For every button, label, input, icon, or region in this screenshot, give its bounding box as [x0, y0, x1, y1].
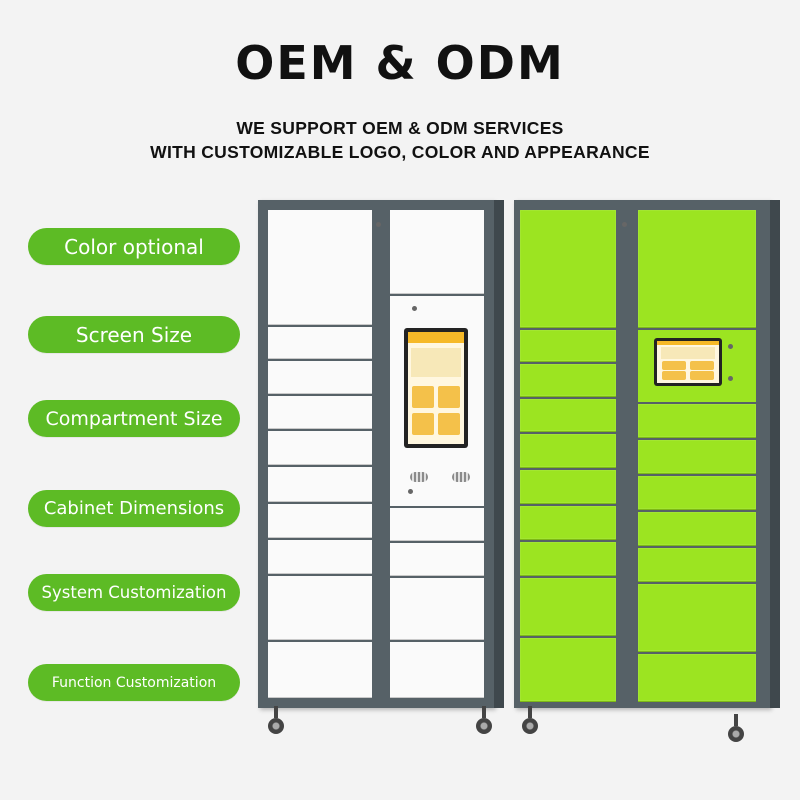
- locker-door: [520, 330, 616, 362]
- locker-door: [520, 434, 616, 468]
- locker-column-right: [390, 210, 484, 698]
- locker-door: [638, 512, 756, 546]
- locker-door: [268, 396, 372, 429]
- locker-door: [268, 361, 372, 394]
- feature-compartment-size: Compartment Size: [28, 400, 240, 437]
- speaker-grille: [452, 472, 470, 482]
- locker-door: [268, 504, 372, 538]
- locker-door: [520, 364, 616, 397]
- locker-door: [268, 576, 372, 640]
- locker-door: [520, 542, 616, 576]
- locker-door: [390, 543, 484, 576]
- caster-wheel-icon: [522, 706, 538, 736]
- lock-icon: [622, 222, 627, 227]
- speaker-grille: [410, 472, 428, 482]
- locker-door: [638, 584, 756, 652]
- feature-cabinet-dimensions: Cabinet Dimensions: [28, 490, 240, 527]
- locker-door: [520, 399, 616, 432]
- locker-door: [520, 506, 616, 540]
- subtitle-line-1: WE SUPPORT OEM & ODM SERVICES: [236, 118, 564, 138]
- feature-system-customization: System Customization: [28, 574, 240, 611]
- lock-icon: [408, 489, 413, 494]
- screen-display: [408, 332, 464, 444]
- page-title: OEM & ODM: [235, 36, 565, 90]
- locker-door: [268, 327, 372, 359]
- locker-door: [520, 470, 616, 504]
- locker-door: [268, 540, 372, 574]
- lock-icon: [376, 222, 381, 227]
- feature-screen-size: Screen Size: [28, 316, 240, 353]
- touch-screen: [404, 328, 468, 448]
- locker-door: [638, 404, 756, 438]
- touch-screen: [654, 338, 722, 386]
- locker-door: [638, 440, 756, 474]
- locker-door: [268, 467, 372, 502]
- locker-door: [638, 476, 756, 510]
- subtitle: WE SUPPORT OEM & ODM SERVICES WITH CUSTO…: [0, 116, 800, 164]
- locker-door: [520, 578, 616, 636]
- locker-column-left: [268, 210, 372, 698]
- camera-icon: [728, 376, 733, 381]
- locker-door: [268, 210, 372, 325]
- locker-door: [268, 431, 372, 465]
- locker-door: [390, 642, 484, 698]
- locker-door: [390, 578, 484, 640]
- locker-door: [638, 548, 756, 582]
- camera-icon: [728, 344, 733, 349]
- locker-door: [268, 642, 372, 698]
- locker-door: [390, 508, 484, 541]
- locker-door: [638, 654, 756, 702]
- caster-wheel-icon: [476, 706, 492, 736]
- locker-column-left: [520, 210, 616, 702]
- green-locker-cabinet: [514, 200, 780, 708]
- locker-door: [390, 210, 484, 294]
- caster-wheel-icon: [268, 706, 284, 736]
- feature-color-optional: Color optional: [28, 228, 240, 265]
- locker-door: [520, 210, 616, 328]
- cabinet-side: [494, 200, 504, 708]
- locker-column-right: [638, 210, 756, 702]
- cabinet-side: [770, 200, 780, 708]
- camera-icon: [412, 306, 417, 311]
- feature-function-customization: Function Customization: [28, 664, 240, 701]
- white-locker-cabinet: [258, 200, 504, 708]
- screen-display: [657, 341, 719, 383]
- caster-wheel-icon: [728, 714, 744, 744]
- locker-door: [638, 210, 756, 328]
- subtitle-line-2: WITH CUSTOMIZABLE LOGO, COLOR AND APPEAR…: [150, 142, 650, 162]
- locker-door: [520, 638, 616, 702]
